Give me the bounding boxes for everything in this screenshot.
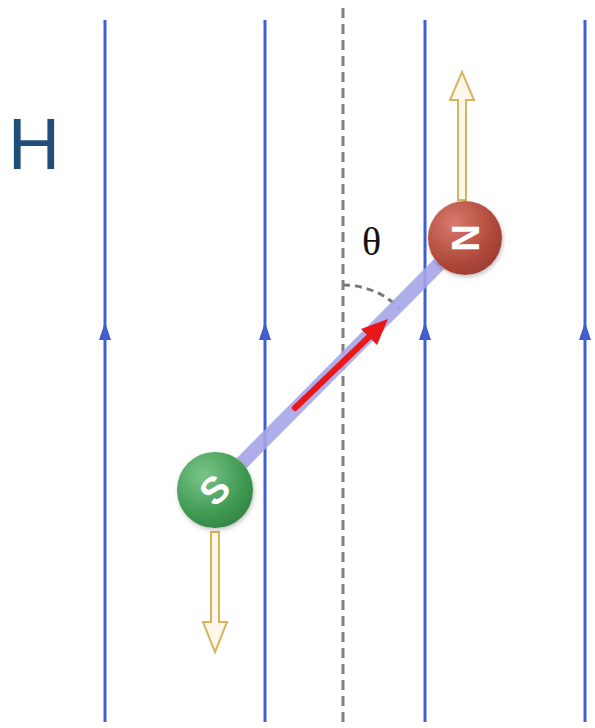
magnet-bar — [242, 264, 439, 463]
moment-vector — [295, 334, 372, 408]
field-lines — [105, 20, 585, 722]
field-line — [584, 20, 587, 722]
angle-label: θ — [362, 222, 381, 262]
field-arrowhead — [99, 322, 111, 340]
force-arrow — [203, 532, 227, 652]
pole-letter: S — [193, 468, 238, 513]
field-arrowheads — [99, 322, 591, 340]
moment-arrowhead — [361, 319, 388, 345]
field-arrowhead — [419, 322, 431, 340]
field-line — [104, 20, 107, 722]
field-line — [264, 20, 267, 722]
field-arrowhead — [579, 322, 591, 340]
field-line — [424, 20, 427, 722]
magnet-pole: N — [428, 201, 502, 275]
field-label: H — [8, 108, 60, 180]
magnet-pole: S — [177, 452, 252, 527]
field-arrowhead — [259, 322, 271, 340]
force-arrow — [450, 72, 474, 200]
pole-letter: N — [446, 224, 484, 251]
